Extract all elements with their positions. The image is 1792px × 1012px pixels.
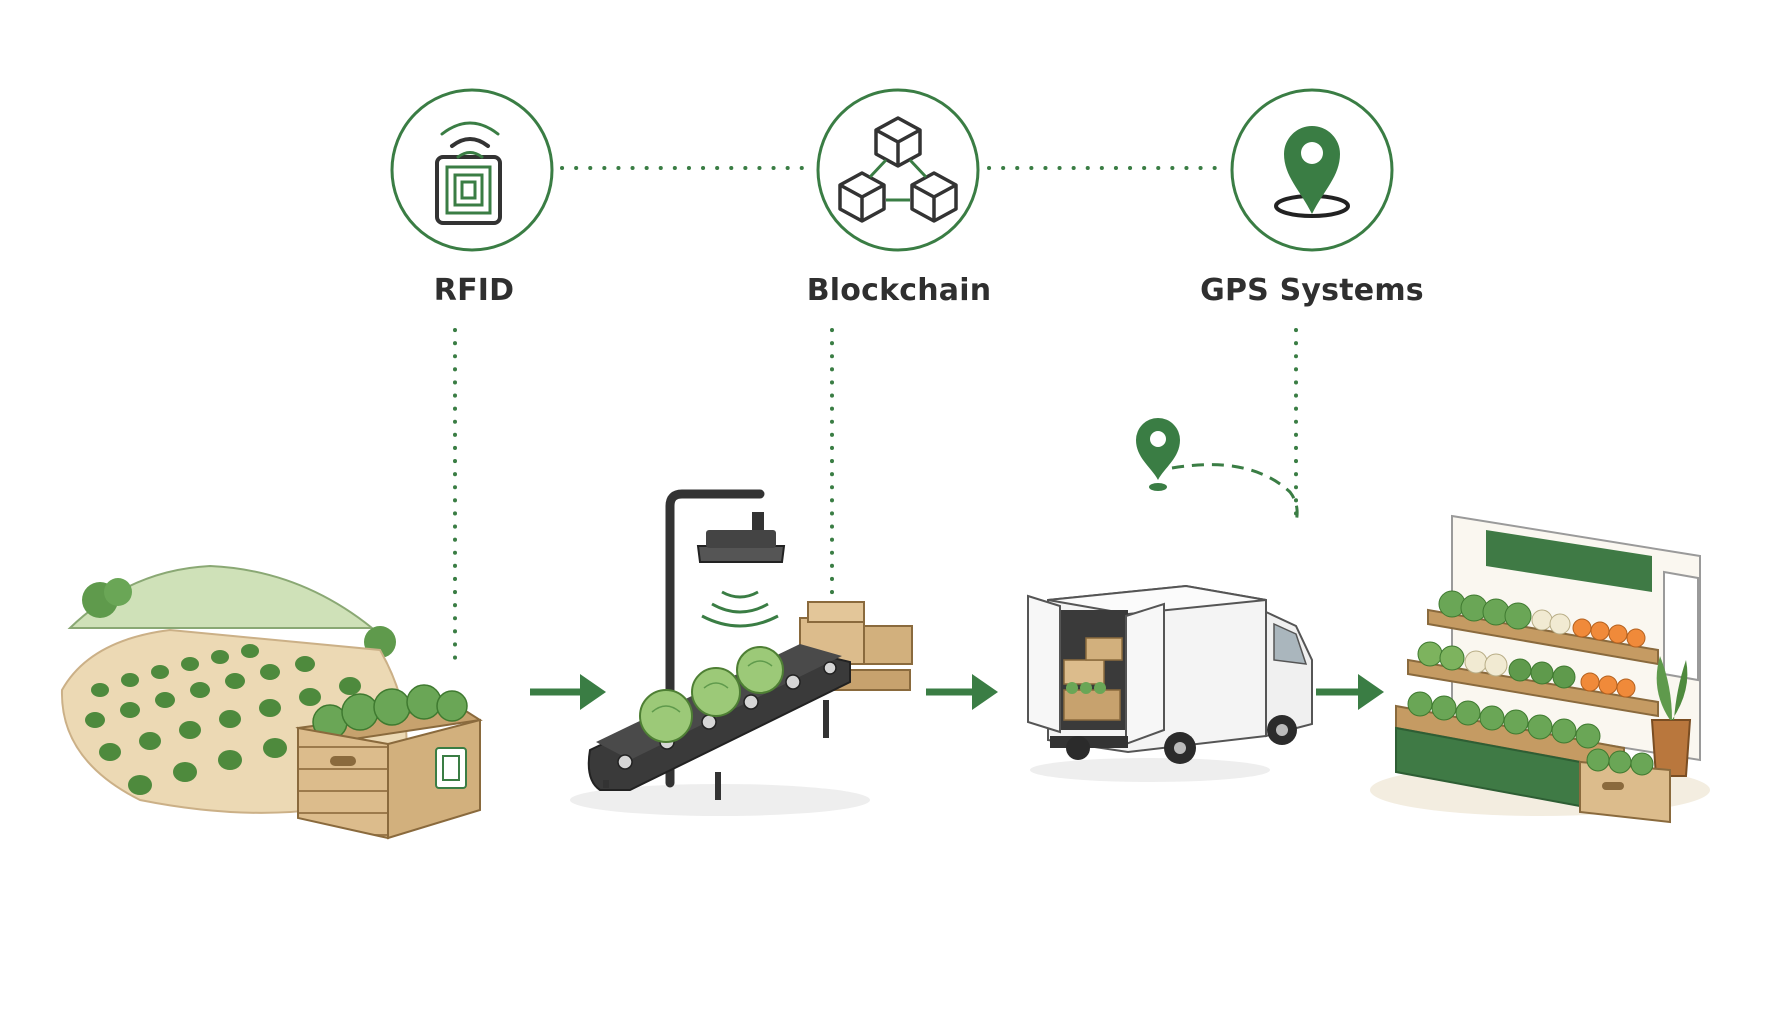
farm-field-icon <box>60 564 483 840</box>
conveyor-scanner-icon <box>570 489 913 816</box>
blockchain-cubes-icon <box>816 88 980 252</box>
arrow-right-icon <box>1316 674 1384 710</box>
rfid-label: RFID <box>433 273 515 308</box>
shelf-top <box>1427 590 1659 666</box>
map-pin-icon <box>1230 88 1394 252</box>
route-pin-icon <box>1136 418 1180 491</box>
floor-crate-icon <box>1579 748 1671 824</box>
produce-market-stand-icon <box>1370 514 1710 824</box>
cabbage-icon <box>639 646 784 743</box>
cargo-crates <box>1063 637 1123 721</box>
flow-arrows <box>530 674 1384 710</box>
technology-connectors <box>453 166 1298 667</box>
arrow-right-icon <box>530 674 606 710</box>
delivery-truck-icon <box>1027 418 1313 782</box>
arrow-right-icon <box>926 674 998 710</box>
gps-systems-label: GPS Systems <box>1200 273 1424 308</box>
blockchain-label: Blockchain <box>806 273 992 308</box>
potted-plant-icon <box>1650 656 1692 777</box>
shelf-middle <box>1407 641 1659 718</box>
produce-crate <box>295 684 483 840</box>
rfid-tag-icon <box>390 88 554 252</box>
